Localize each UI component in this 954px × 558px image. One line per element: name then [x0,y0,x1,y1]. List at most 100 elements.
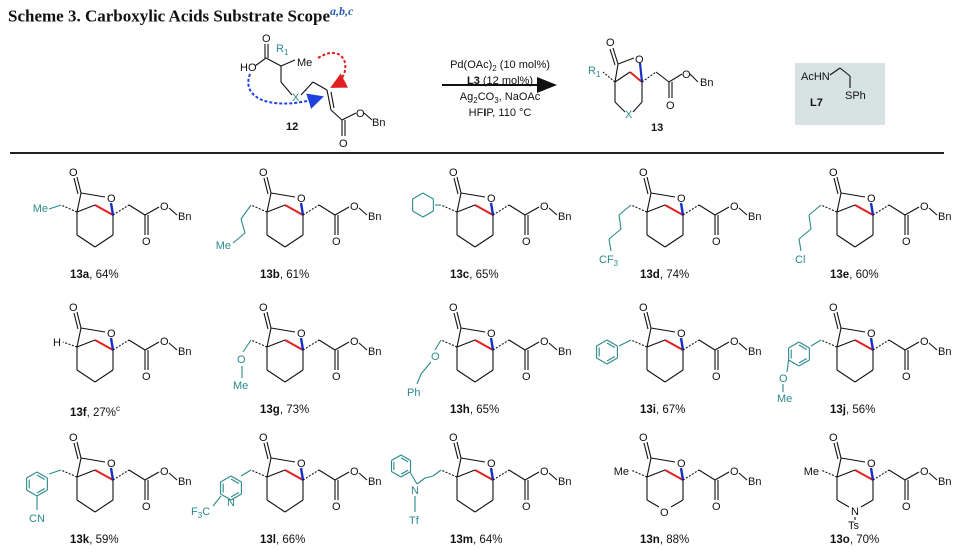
bn-label: Bn [372,117,385,129]
bond [872,339,890,351]
ring-bond [230,475,242,483]
compound-caption: 13a, 64% [70,269,119,281]
bond [840,457,866,463]
ring-n-label: N [851,506,859,518]
bond [62,341,78,348]
bond [646,441,652,459]
substituent-me-label: Me [777,393,792,405]
bond [646,311,652,329]
ring-bond [798,359,810,367]
ester-carbonyl-o-label: O [902,371,911,383]
bond [646,192,652,213]
bond [270,192,296,198]
bond [76,192,82,213]
bond [489,202,495,216]
pyridine-n-label: N [227,497,235,509]
substituent-me-label: Me [216,240,231,252]
product-bn-label: Bn [700,77,713,89]
bond [869,202,875,216]
bond [508,469,526,481]
bond [48,204,62,210]
bond [456,457,462,478]
bond [440,339,458,348]
bond [284,204,304,216]
compound-yield: 65% [476,404,500,416]
bond [664,234,684,248]
bn-label: Bn [368,346,381,358]
ester-carbonyl-o-label: O [522,371,531,383]
compound-yield: 61% [286,269,310,281]
bond [94,339,114,351]
bond [836,457,842,478]
bond [646,469,666,478]
bond [299,337,305,351]
compound-yield: 27% [93,406,117,419]
compound-id: 13i [640,404,656,416]
compound-yield: 64% [95,269,119,281]
bond [650,327,676,333]
bond [679,337,685,351]
compound-id: 13g [260,404,280,416]
substituent-o-label: O [431,351,440,363]
compound-yield: 65% [475,269,499,281]
ester-carbonyl-o-label: O [332,371,341,383]
condition-catalyst: Pd(OAc)2 (10 mol%) [450,59,550,74]
conditions-below-arrow: Ag2CO3, NaOAc HFIP, 110 °C [420,91,580,120]
bond [643,177,649,195]
bond [240,469,252,477]
bn-label: Bn [748,346,761,358]
bond [836,339,856,348]
substituent-ph-label: Ph [407,387,420,399]
bond [94,369,114,383]
bond [144,341,160,351]
compound-yield: 67% [662,404,686,416]
bond [284,234,304,248]
ring-o-label: O [487,458,496,470]
bond [492,339,510,351]
bond [409,471,418,485]
bond [630,339,648,348]
bond [250,204,268,213]
ester-o-label: O [540,201,549,213]
bond [836,441,842,459]
reaction-header: O HO R1 Me X O O Bn 12 O O R1 [240,33,866,150]
bond [618,214,622,230]
compound-yield: 59% [95,534,119,546]
title-text: Scheme 3. Carboxylic Acids Substrate Sco… [8,6,331,26]
h-label: H [53,337,61,349]
ester-carbonyl-o-label: O [902,236,911,248]
bond [608,228,622,240]
bond [109,202,115,216]
bond [456,499,476,513]
bond [872,204,890,216]
substituent-o-label: O [779,373,788,385]
substituent-cn-label: CN [29,513,45,525]
bond [318,339,336,351]
ring-bond [400,454,411,461]
bond [434,339,442,351]
bond [508,339,526,351]
bond [128,469,146,481]
bond [664,339,684,351]
ester-carbonyl-o-label: O [522,236,531,248]
bond [232,232,246,244]
bond [888,339,906,351]
ring-bond [412,192,424,200]
bond [440,204,458,213]
bond [242,339,252,353]
r1-label: R1 [276,43,289,57]
ester-carbonyl-o-label: O [332,501,341,513]
conditions-above-arrow: Pd(OAc)2 (10 mol%) L3 (12 mol%) [420,59,580,88]
ester-o-label: O [356,108,365,120]
bond [284,469,304,481]
bond [358,207,368,216]
bond [456,192,462,213]
bond [302,339,320,351]
ring-o-label: O [107,328,116,340]
